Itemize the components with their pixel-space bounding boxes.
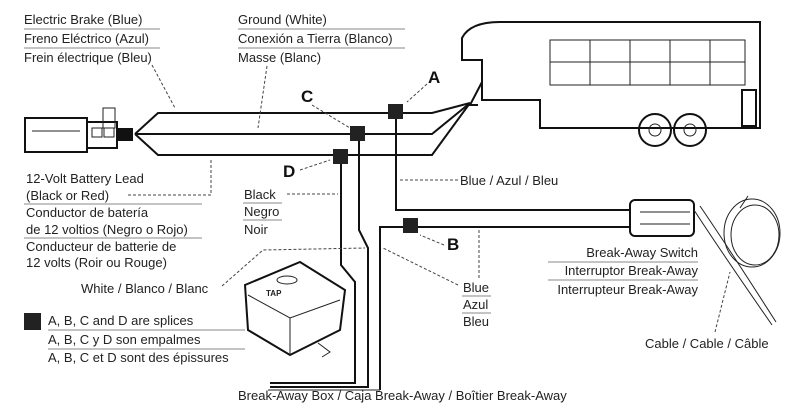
svg-text:Azul: Azul bbox=[463, 297, 488, 312]
electric-brake-label: Electric Brake (Blue) Freno Eléctrico (A… bbox=[24, 12, 176, 109]
cable-label: Cable / Cable / Câble bbox=[645, 271, 769, 351]
svg-text:A, B, C et D sont des épissure: A, B, C et D sont des épissures bbox=[48, 350, 229, 365]
splice-label-b: B bbox=[447, 235, 459, 254]
svg-text:Conexión a Tierra (Blanco): Conexión a Tierra (Blanco) bbox=[238, 31, 393, 46]
svg-text:White / Blanco / Blanc: White / Blanco / Blanc bbox=[81, 281, 209, 296]
black-label: Black Negro Noir bbox=[243, 187, 338, 237]
blue-lower-label: Blue Azul Bleu bbox=[382, 230, 491, 329]
svg-text:12 volts (Roir ou Rouge): 12 volts (Roir ou Rouge) bbox=[26, 255, 167, 270]
splice-b bbox=[403, 218, 418, 233]
blue-upper-label: Blue / Azul / Bleu bbox=[399, 173, 558, 188]
breakaway-box-label: Break-Away Box / Caja Break-Away / Boîti… bbox=[238, 388, 567, 403]
svg-text:Bleu: Bleu bbox=[463, 314, 489, 329]
splice-label-c: C bbox=[301, 87, 313, 106]
svg-text:Masse (Blanc): Masse (Blanc) bbox=[238, 50, 321, 65]
splice-a bbox=[388, 104, 403, 119]
svg-text:Ground (White): Ground (White) bbox=[238, 12, 327, 27]
svg-text:de 12 voltios (Negro o Rojo): de 12 voltios (Negro o Rojo) bbox=[26, 222, 188, 237]
breakaway-cable bbox=[693, 195, 781, 326]
svg-text:12-Volt Battery Lead: 12-Volt Battery Lead bbox=[26, 171, 144, 186]
battery-lead-label: 12-Volt Battery Lead (Black or Red) Cond… bbox=[24, 160, 212, 270]
wire-harness bbox=[134, 102, 471, 156]
splice-label-a: A bbox=[428, 68, 440, 87]
gooseneck-trailer bbox=[461, 21, 761, 147]
breakaway-wiring bbox=[268, 113, 630, 391]
splice-legend-swatch bbox=[24, 313, 41, 330]
splices-legend: A, B, C and D are splices A, B, C y D so… bbox=[24, 313, 245, 365]
breakaway-switch bbox=[629, 199, 695, 237]
breakaway-box: TAP bbox=[243, 260, 347, 358]
ground-label: Ground (White) Conexión a Tierra (Blanco… bbox=[238, 12, 405, 129]
svg-text:A, B, C and D are splices: A, B, C and D are splices bbox=[48, 313, 194, 328]
svg-text:Cable / Cable / Câble: Cable / Cable / Câble bbox=[645, 336, 769, 351]
svg-text:Conductor de batería: Conductor de batería bbox=[26, 205, 149, 220]
seven-way-connector bbox=[24, 107, 133, 153]
svg-text:Frein électrique (Bleu): Frein électrique (Bleu) bbox=[24, 50, 152, 65]
box-logo: TAP bbox=[266, 289, 282, 298]
splice-c bbox=[350, 126, 365, 141]
svg-text:Electric Brake (Blue): Electric Brake (Blue) bbox=[24, 12, 142, 27]
svg-text:Conducteur de batterie de: Conducteur de batterie de bbox=[26, 239, 176, 254]
splice-label-d: D bbox=[283, 162, 295, 181]
svg-text:Freno Eléctrico (Azul): Freno Eléctrico (Azul) bbox=[24, 31, 149, 46]
svg-text:Interrupteur Break-Away: Interrupteur Break-Away bbox=[557, 282, 698, 297]
svg-text:Break-Away Switch: Break-Away Switch bbox=[586, 245, 698, 260]
svg-text:Black: Black bbox=[244, 187, 276, 202]
svg-text:Blue / Azul / Bleu: Blue / Azul / Bleu bbox=[460, 173, 558, 188]
svg-text:Negro: Negro bbox=[244, 204, 279, 219]
breakaway-switch-label: Break-Away Switch Interruptor Break-Away… bbox=[548, 245, 698, 297]
svg-text:(Black or Red): (Black or Red) bbox=[26, 188, 109, 203]
svg-text:Blue: Blue bbox=[463, 280, 489, 295]
splice-d bbox=[333, 149, 348, 164]
white-label: White / Blanco / Blanc bbox=[81, 247, 366, 296]
svg-text:Noir: Noir bbox=[244, 222, 269, 237]
svg-text:A, B, C y D son empalmes: A, B, C y D son empalmes bbox=[48, 332, 201, 347]
svg-text:Interruptor Break-Away: Interruptor Break-Away bbox=[565, 263, 699, 278]
